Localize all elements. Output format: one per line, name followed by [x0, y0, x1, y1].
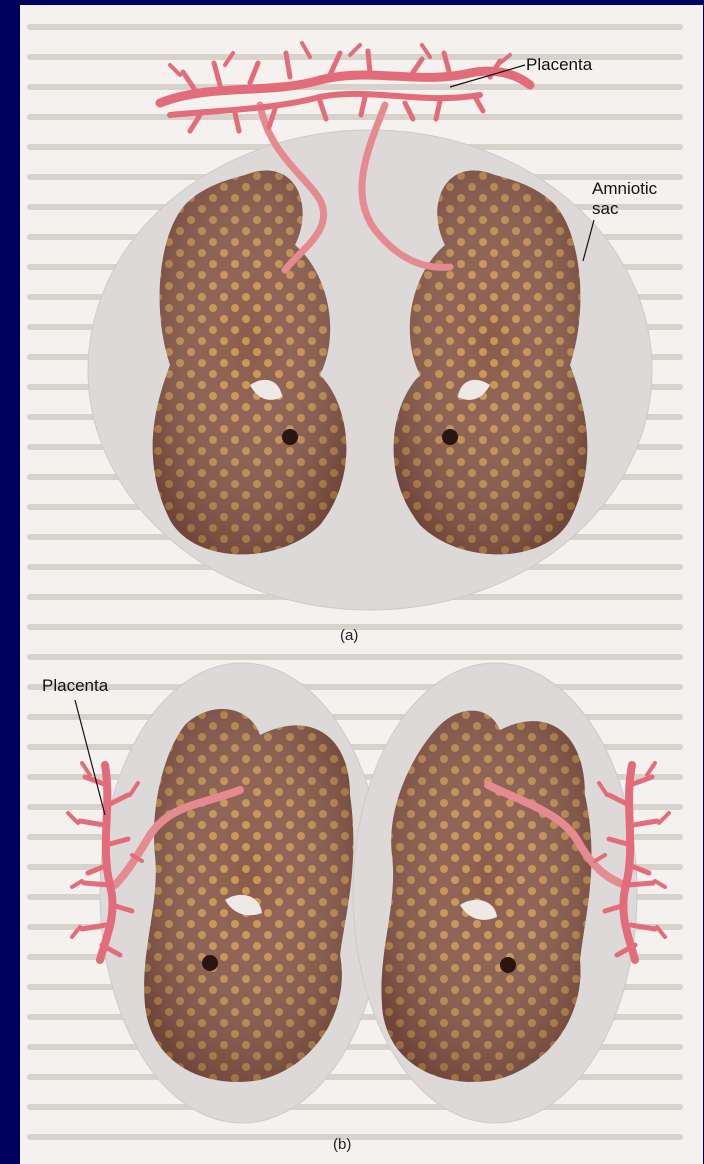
figure-frame: Placenta Amniotic sac (a) Placenta (b) — [20, 5, 703, 1164]
placenta-label-a: Placenta — [526, 55, 592, 75]
placenta-leader-b — [75, 700, 105, 815]
placenta-label-b: Placenta — [42, 676, 108, 696]
caption-b: (b) — [333, 1136, 351, 1153]
caption-a: (a) — [340, 627, 358, 644]
fetus-left-b — [144, 709, 353, 1082]
panel-b — [68, 663, 669, 1123]
ear-left-a — [282, 429, 298, 445]
panel-a — [88, 43, 652, 610]
placenta-shared — [160, 43, 530, 131]
fetus-right-b — [381, 711, 591, 1082]
amniotic-sac-label-line2: sac — [592, 199, 618, 219]
amniotic-sac-label-line1: Amniotic — [592, 179, 657, 199]
